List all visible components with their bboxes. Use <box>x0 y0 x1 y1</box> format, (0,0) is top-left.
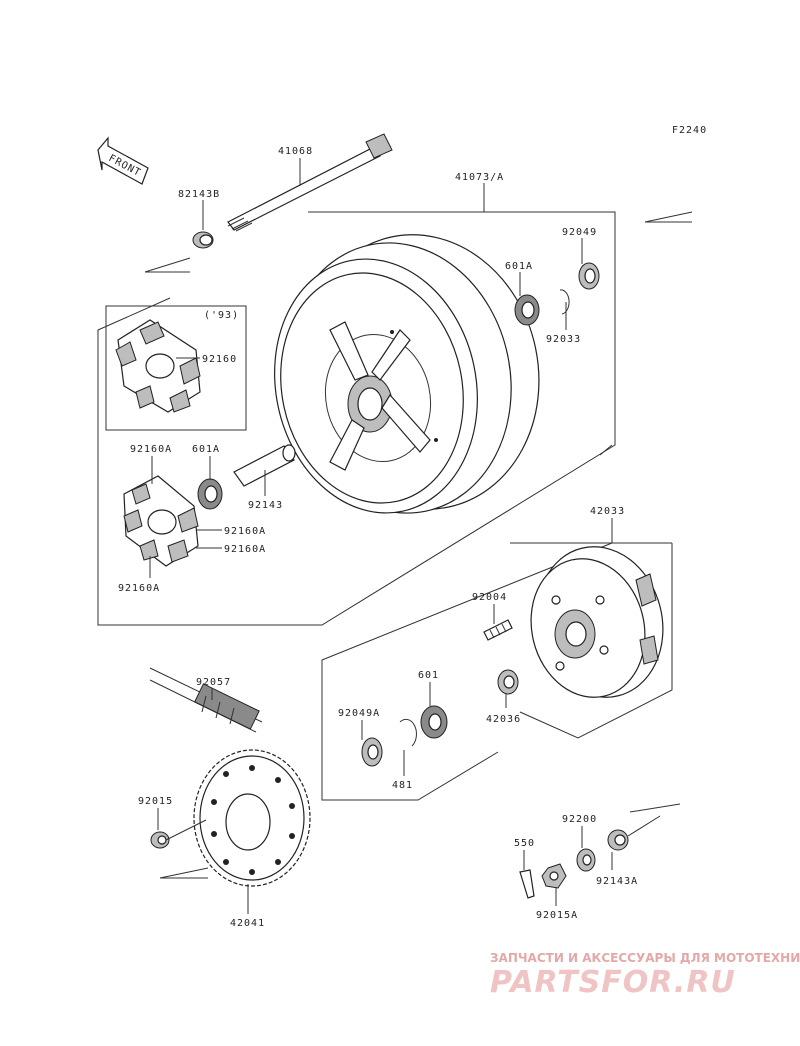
bearing-coupling <box>420 705 448 739</box>
label-bearing-right: 601A <box>505 261 533 272</box>
label-sprocket: 42041 <box>230 918 265 929</box>
label-seal-coupling: 92049A <box>338 708 380 719</box>
seal-coupling <box>361 737 383 767</box>
wheel <box>274 234 540 514</box>
chain <box>149 667 263 733</box>
coupling <box>530 546 664 698</box>
label-axle: 41068 <box>278 146 313 157</box>
sprocket <box>193 749 311 887</box>
label-damper-a1: 92160A <box>224 526 266 537</box>
stud <box>483 619 513 641</box>
front-arrow-icon: FRONT <box>97 136 149 185</box>
label-damper-bottom: 92160A <box>118 583 160 594</box>
label-collar-right: 92143A <box>596 876 638 887</box>
axle-collar <box>192 231 214 249</box>
damper-set <box>123 475 199 567</box>
wheel-group-outline <box>97 211 616 626</box>
label-damper-a2: 92160A <box>224 544 266 555</box>
diagram-code: F2240 <box>672 125 707 136</box>
watermark-brand: PARTSFOR.RU <box>490 965 736 1000</box>
coupling-group-outline <box>519 543 673 739</box>
label-axle-collar: 82143B <box>178 189 220 200</box>
inset-box <box>105 305 247 431</box>
year-note: ('93) <box>204 310 239 321</box>
label-spacer-tube: 92143 <box>248 500 283 511</box>
cotter-pin <box>519 850 535 899</box>
label-damper-set: 92160A <box>130 444 172 455</box>
damper-single <box>115 319 201 413</box>
label-circlip-right: 92033 <box>546 334 581 345</box>
label-washer: 92200 <box>562 814 597 825</box>
bearing-right <box>514 294 540 326</box>
label-stud: 92004 <box>472 592 507 603</box>
seal-right <box>578 262 600 290</box>
axle-nut <box>541 863 567 889</box>
circlip-coupling <box>399 718 417 747</box>
label-collar-coupling: 42036 <box>486 714 521 725</box>
circlip-right <box>559 289 570 315</box>
label-bearing-left: 601A <box>192 444 220 455</box>
label-axle-nut: 92015A <box>536 910 578 921</box>
spacer-tube <box>233 444 296 487</box>
label-chain: 92057 <box>196 677 231 688</box>
label-cotter-pin: 550 <box>514 838 535 849</box>
washer <box>576 848 596 872</box>
collar-right <box>607 829 629 851</box>
axle <box>227 133 393 232</box>
label-seal-right: 92049 <box>562 227 597 238</box>
label-sprocket-nut: 92015 <box>138 796 173 807</box>
label-bearing-coupling: 601 <box>418 670 439 681</box>
bearing-left <box>197 478 223 510</box>
collar-coupling <box>497 669 519 695</box>
watermark-tagline: ЗАПЧАСТИ И АКСЕССУАРЫ ДЛЯ МОТОТЕХНИКИ <box>490 951 800 965</box>
label-damper-single: 92160 <box>202 354 237 365</box>
label-coupling: 42033 <box>590 506 625 517</box>
label-wheel: 41073/A <box>455 172 504 183</box>
label-circlip-coupling: 481 <box>392 780 413 791</box>
